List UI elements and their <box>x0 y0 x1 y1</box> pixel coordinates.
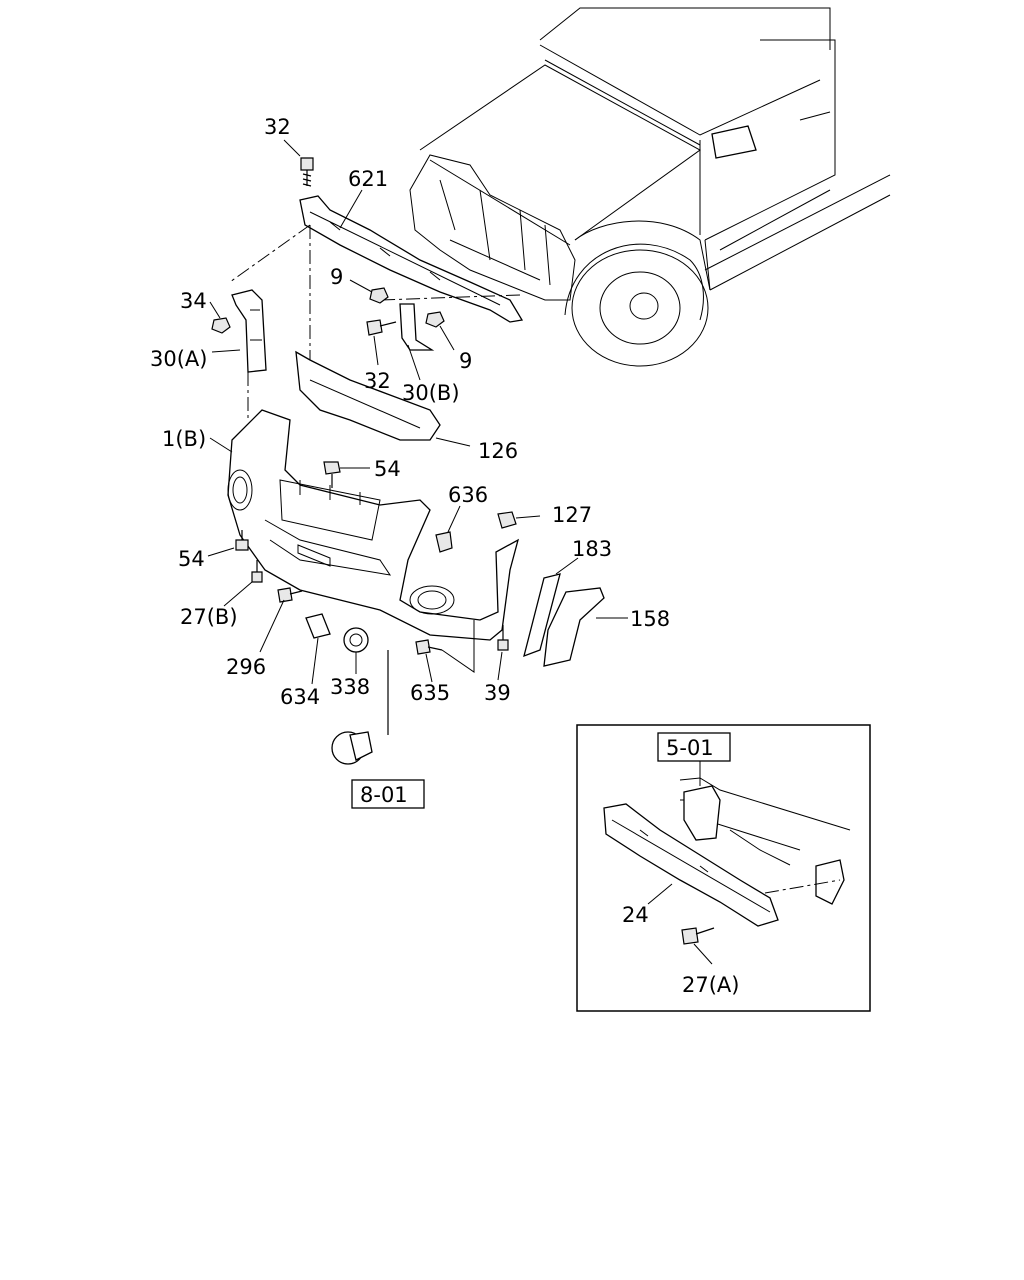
upper-tie-bar-621 <box>229 195 524 360</box>
pad-636 <box>435 531 453 553</box>
label-32-side: 32 <box>364 369 391 393</box>
label-636: 636 <box>448 483 488 507</box>
label-158: 158 <box>630 607 670 631</box>
label-634: 634 <box>280 685 320 709</box>
label-34: 34 <box>180 289 207 313</box>
label-32-top: 32 <box>264 115 291 139</box>
bolt-296 <box>277 587 303 603</box>
reference-5-01: 5-01 <box>657 732 731 762</box>
clip-54-upper <box>323 461 341 488</box>
label-9-upper: 9 <box>330 265 343 289</box>
label-9-lower: 9 <box>459 349 472 373</box>
label-30b: 30(B) <box>402 381 460 405</box>
label-27b: 27(B) <box>180 605 238 629</box>
bolt-32-top <box>300 157 314 187</box>
label-54-lower: 54 <box>178 547 205 571</box>
garnish-158 <box>543 587 605 667</box>
vehicle-outline <box>409 7 891 367</box>
reference-8-01: 8-01 <box>351 779 425 809</box>
bolt-32-side <box>366 319 397 336</box>
label-338: 338 <box>330 675 370 699</box>
leader-lines <box>207 139 628 685</box>
svg-text:8-01: 8-01 <box>360 783 408 807</box>
fog-lamp <box>331 650 389 765</box>
bracket-30a <box>231 289 267 420</box>
label-126: 126 <box>478 439 518 463</box>
clip-127 <box>497 511 517 529</box>
air-deflector-126 <box>295 350 441 441</box>
label-39: 39 <box>484 681 511 705</box>
nut-34 <box>211 317 231 334</box>
inset-panel <box>576 724 871 1012</box>
svg-text:5-01: 5-01 <box>666 736 714 760</box>
label-24: 24 <box>622 903 649 927</box>
label-127: 127 <box>552 503 592 527</box>
label-27a: 27(A) <box>682 973 739 997</box>
label-296: 296 <box>226 655 266 679</box>
label-635: 635 <box>410 681 450 705</box>
bolt-635 <box>415 639 443 655</box>
bracket-30b <box>399 303 435 351</box>
clip-54-lower <box>235 530 249 551</box>
screw-27b <box>251 560 263 583</box>
label-183: 183 <box>572 537 612 561</box>
label-54-upper: 54 <box>374 457 401 481</box>
label-30a: 30(A) <box>150 347 207 371</box>
front-bumper-1b <box>227 409 520 641</box>
label-621: 621 <box>348 167 388 191</box>
cover-338 <box>343 627 369 653</box>
nut-9-lower <box>425 311 445 328</box>
moulding-183 <box>523 573 561 658</box>
screw-39 <box>497 625 509 651</box>
nut-9-upper <box>369 287 389 304</box>
label-1b: 1(B) <box>162 427 206 451</box>
bracket-634 <box>305 613 331 639</box>
callout-labels: 32 621 9 34 30(A) 32 9 30(B) 1(B) 126 54… <box>150 115 739 997</box>
